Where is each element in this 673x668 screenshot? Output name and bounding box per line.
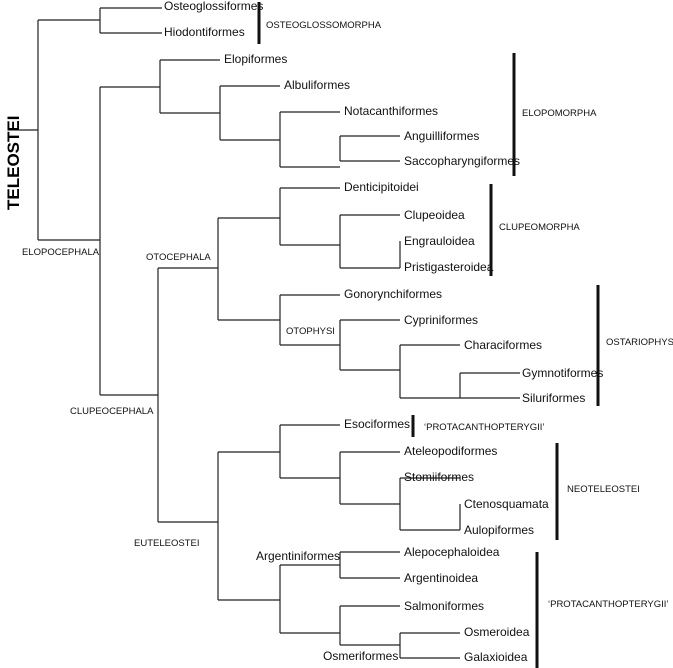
taxon-cypriniformes: Cypriniformes: [404, 313, 478, 327]
taxon-aulopiformes: Aulopiformes: [464, 523, 534, 537]
group-label-ostariophysi: OSTARIOPHYSI: [606, 337, 673, 348]
tree-branches: [18, 7, 520, 659]
taxon-hiodontiformes: Hiodontiformes: [164, 25, 245, 39]
node-label-elopocephala: ELOPOCEPHALA: [22, 247, 100, 258]
taxon-clupeoidea: Clupeoidea: [404, 208, 465, 222]
taxon-argentinoidea: Argentinoidea: [404, 571, 478, 585]
node-labels: ELOPOCEPHALA OTOCEPHALA OTOPHYSI CLUPEOC…: [22, 247, 398, 663]
taxon-elopiformes: Elopiformes: [224, 52, 287, 66]
taxon-alepocephaloidea: Alepocephaloidea: [404, 545, 500, 559]
node-label-otocephala: OTOCEPHALA: [146, 252, 211, 263]
taxon-ateleopodiformes: Ateleopodiformes: [404, 444, 497, 458]
taxon-gymnotiformes: Gymnotiformes: [522, 366, 603, 380]
taxon-salmoniformes: Salmoniformes: [404, 599, 484, 613]
group-label-protacanthopterygii-1: ‘PROTACANTHOPTERYGII’: [424, 422, 545, 433]
taxon-galaxioidea: Galaxioidea: [464, 650, 528, 664]
group-labels: OSTEOGLOSSOMORPHA ELOPOMORPHA CLUPEOMORP…: [266, 20, 673, 610]
node-label-argentiniformes: Argentiniformes: [256, 549, 340, 563]
group-label-clupeomorpha: CLUPEOMORPHA: [499, 222, 580, 233]
taxon-notacanthiformes: Notacanthiformes: [344, 104, 438, 118]
taxon-denticipitoidei: Denticipitoidei: [344, 180, 419, 194]
taxon-osteoglossiformes: Osteoglossiformes: [164, 0, 263, 13]
taxon-stomiiformes: Stomiiformes: [404, 470, 474, 484]
taxon-anguilliformes: Anguilliformes: [404, 129, 479, 143]
root-label-teleostei: TELEOSTEI: [4, 116, 23, 210]
taxon-engrauloidea: Engrauloidea: [404, 234, 475, 248]
taxon-osmeroidea: Osmeroidea: [464, 625, 530, 639]
taxon-characiformes: Characiformes: [464, 338, 542, 352]
node-label-otophysi: OTOPHYSI: [286, 326, 335, 337]
group-label-protacanthopterygii-2: ‘PROTACANTHOPTERYGII’: [548, 599, 669, 610]
taxon-saccopharyngiformes: Saccopharyngiformes: [404, 154, 520, 168]
taxon-gonorynchiformes: Gonorynchiformes: [344, 287, 442, 301]
taxon-ctenosquamata: Ctenosquamata: [464, 497, 549, 511]
group-label-elopomorpha: ELOPOMORPHA: [522, 108, 597, 119]
group-label-neoteleostei: NEOTELEOSTEI: [567, 484, 640, 495]
node-label-euteleostei: EUTELEOSTEI: [134, 538, 199, 549]
taxon-esociformes: Esociformes: [344, 417, 410, 431]
group-bars: [257, 2, 600, 668]
group-label-osteoglossomorpha: OSTEOGLOSSOMORPHA: [266, 20, 382, 31]
taxon-labels: Osteoglossiformes Hiodontiformes Elopifo…: [164, 0, 603, 664]
taxon-albuliformes: Albuliformes: [284, 78, 350, 92]
taxon-siluriformes: Siluriformes: [522, 391, 585, 405]
node-label-osmeriformes: Osmeriformes: [323, 649, 398, 663]
node-label-clupeocephala: CLUPEOCEPHALA: [70, 406, 154, 417]
taxon-pristigasteroidea: Pristigasteroidea: [404, 260, 494, 274]
